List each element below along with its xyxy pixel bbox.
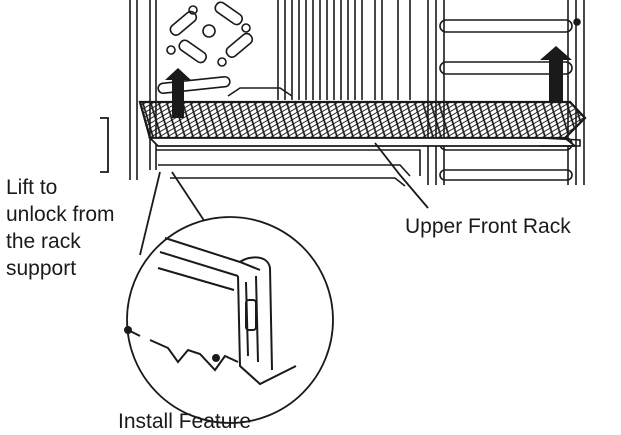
lift-label-line: support [6, 257, 77, 280]
leader-line-rack [374, 142, 429, 209]
install-feature-callout [126, 171, 334, 424]
upper-front-rack-label: Upper Front Rack [405, 215, 571, 238]
lift-label-line: unlock from [6, 203, 115, 226]
oven-cavity [129, 0, 585, 185]
upper-front-rack [138, 100, 587, 147]
fan-vents [166, 1, 254, 67]
lift-label-line: Lift to [6, 176, 58, 199]
install-feature-label: Install Feature [118, 410, 252, 433]
rack-ladder-left [157, 75, 293, 97]
lower-rack-carriage [156, 149, 421, 187]
install-feature-detail [124, 237, 297, 386]
up-arrow-icon [165, 68, 191, 118]
bracket [100, 117, 109, 173]
lift-instruction-label: Lift to unlock from the rack support [6, 174, 115, 282]
lift-label-line: the rack [6, 230, 81, 253]
up-arrow-icon [540, 46, 572, 102]
